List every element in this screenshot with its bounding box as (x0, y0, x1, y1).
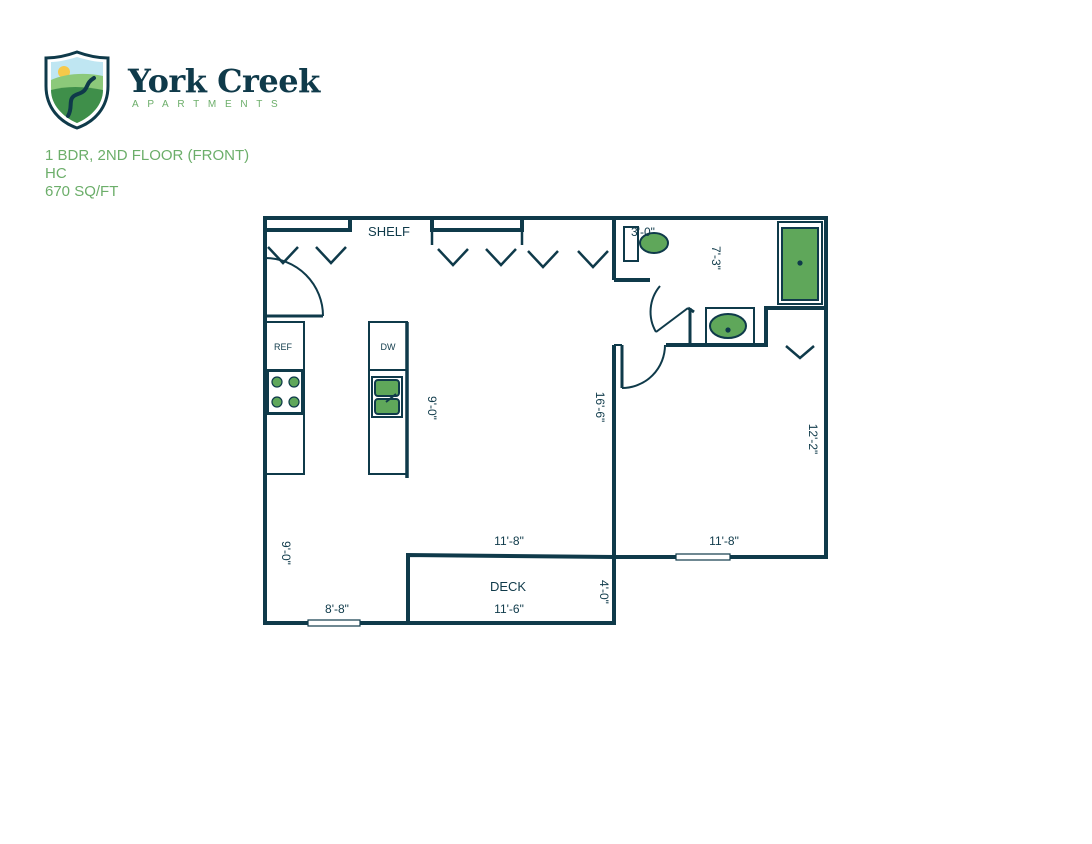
dim-dining-width: 8'-8" (325, 602, 349, 616)
toilet-bowl (639, 232, 669, 254)
dim-island-depth: 9'-0" (425, 396, 439, 420)
toilet-tank (623, 226, 639, 262)
wall-main (263, 216, 828, 625)
dim-dining-depth: 9'-0" (279, 541, 293, 565)
dim-living-depth: 16'-6" (593, 392, 607, 423)
dim-bath-width: 3'-0" (631, 225, 655, 239)
york-creek-logo (44, 50, 110, 130)
label-dw: DW (381, 342, 396, 352)
unit-info: 1 BDR, 2ND FLOOR (FRONT) HC 670 SQ/FT (45, 147, 249, 201)
dim-bath-depth: 7'-3" (709, 246, 723, 270)
exterior-walls (263, 216, 828, 625)
dim-deck-depth: 4'-0" (597, 580, 611, 604)
shelf-wall (265, 218, 352, 232)
entry-door (263, 257, 324, 318)
kitchen-island (368, 321, 409, 478)
label-deck: DECK (490, 579, 526, 594)
wall-deck (406, 552, 615, 623)
bath-door (649, 285, 695, 345)
unit-accessibility: HC (45, 165, 67, 182)
unit-area: 670 SQ/FT (45, 183, 119, 200)
bedroom-door (614, 344, 666, 389)
brand-subtitle: APARTMENTS (132, 99, 287, 110)
unit-type: 1 BDR, 2ND FLOOR (FRONT) (45, 147, 250, 164)
dim-bedroom-depth: 12'-2" (806, 424, 820, 455)
label-ref: REF (274, 342, 293, 352)
bathroom-fixtures (623, 221, 823, 345)
dim-deck-width: 11'-6" (494, 602, 524, 616)
dim-living-width: 11'-8" (494, 534, 524, 548)
shelf-wall-2 (430, 218, 524, 232)
kitchen-counter (265, 321, 305, 475)
closet-doors (267, 230, 815, 360)
windows (307, 553, 731, 627)
label-shelf: SHELF (368, 224, 410, 239)
brand-name: York Creek (128, 62, 320, 100)
dim-bedroom-width: 11'-8" (709, 534, 739, 548)
